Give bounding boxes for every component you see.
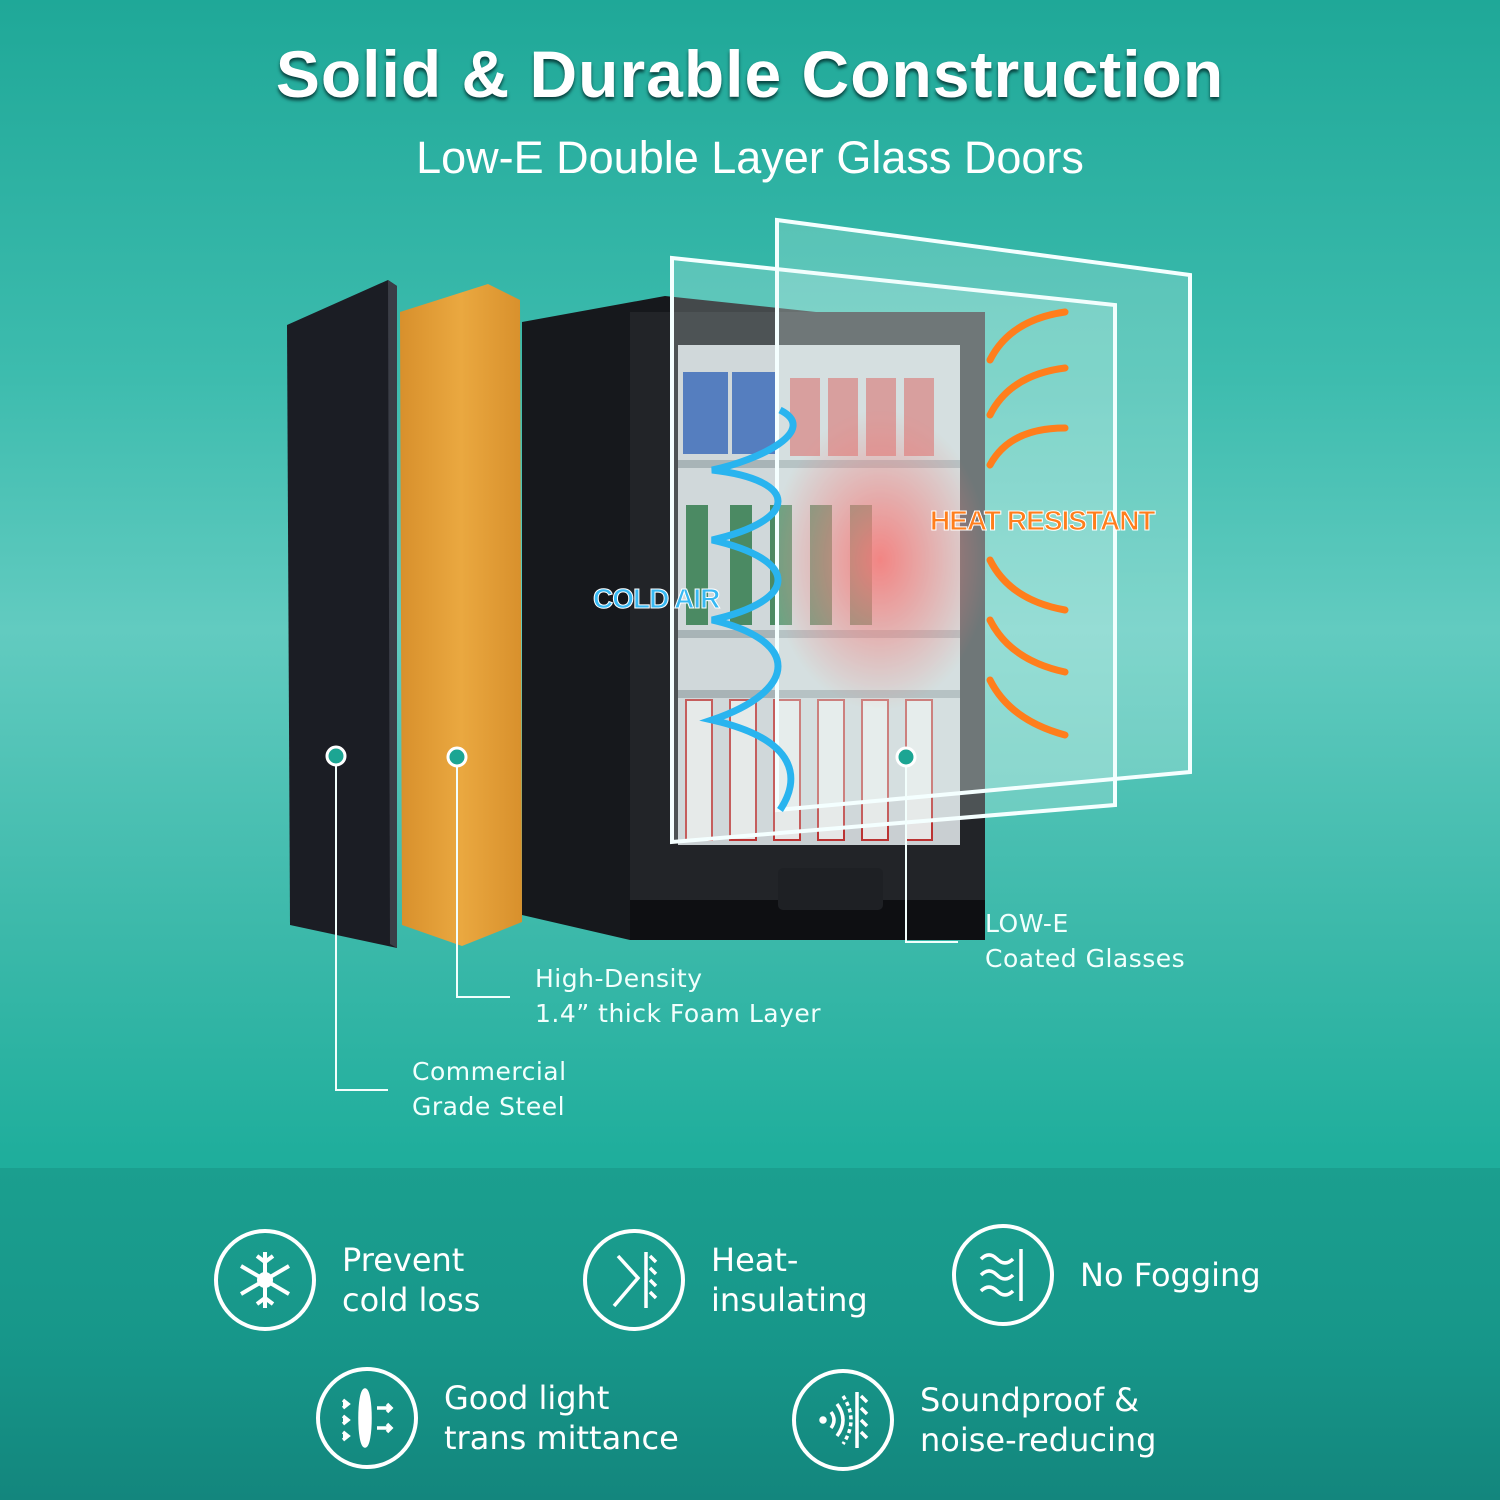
heat-insulating-icon xyxy=(583,1229,685,1331)
features-band xyxy=(0,1168,1500,1500)
callout-line: LOW-E xyxy=(985,909,1069,938)
fridge-construction-diagram xyxy=(287,217,1192,1091)
feature-label: trans mittance xyxy=(444,1419,679,1457)
callout-line: Grade Steel xyxy=(412,1092,566,1121)
feature-label: Heat- xyxy=(711,1241,799,1279)
callout-line: High-Density xyxy=(535,964,703,993)
feature-label: cold loss xyxy=(342,1281,481,1319)
callout-line: 1.4” thick Foam Layer xyxy=(535,999,822,1028)
feature-no-fogging: No Fogging xyxy=(952,1224,1261,1326)
steel-marker-dot xyxy=(325,745,347,767)
no-fogging-icon xyxy=(952,1224,1054,1326)
feature-label: Prevent xyxy=(342,1241,465,1279)
callout-line: Commercial xyxy=(412,1057,567,1086)
inner-glass-pane xyxy=(775,217,1192,813)
light-transmittance-icon xyxy=(316,1367,418,1469)
feature-soundproof: Soundproof &noise-reducing xyxy=(792,1369,1156,1471)
heat-arrows xyxy=(986,308,1069,739)
callout-line: Coated Glasses xyxy=(985,944,1186,973)
beverage-fridge xyxy=(522,296,985,940)
snowflake-icon xyxy=(214,1229,316,1331)
feature-label: No Fogging xyxy=(1080,1256,1261,1294)
soundproof-icon xyxy=(792,1369,894,1471)
callout-steel: Commercial Grade Steel xyxy=(412,1054,567,1124)
feature-label: noise-reducing xyxy=(920,1421,1157,1459)
feature-label: Soundproof & xyxy=(920,1381,1140,1419)
cold-air-label: COLD AIR xyxy=(592,583,720,615)
foam-marker-dot xyxy=(446,746,468,768)
page-title: Solid & Durable Construction xyxy=(275,37,1225,111)
feature-heat-insulating: Heat-insulating xyxy=(583,1229,868,1331)
heat-resistant-label: HEAT RESISTANT xyxy=(930,505,1157,537)
foam-layer xyxy=(400,284,522,946)
callout-foam-layer: High-Density 1.4” thick Foam Layer xyxy=(535,961,821,1031)
steel-panel xyxy=(287,280,397,948)
page-subtitle: Low-E Double Layer Glass Doors xyxy=(416,132,1084,183)
callout-low-e-glass: LOW-E Coated Glasses xyxy=(985,906,1185,976)
cold-air-arrow xyxy=(699,406,797,812)
feature-label: insulating xyxy=(711,1281,868,1319)
glass-marker-dot xyxy=(895,746,917,768)
feature-label: Good light xyxy=(444,1379,610,1417)
